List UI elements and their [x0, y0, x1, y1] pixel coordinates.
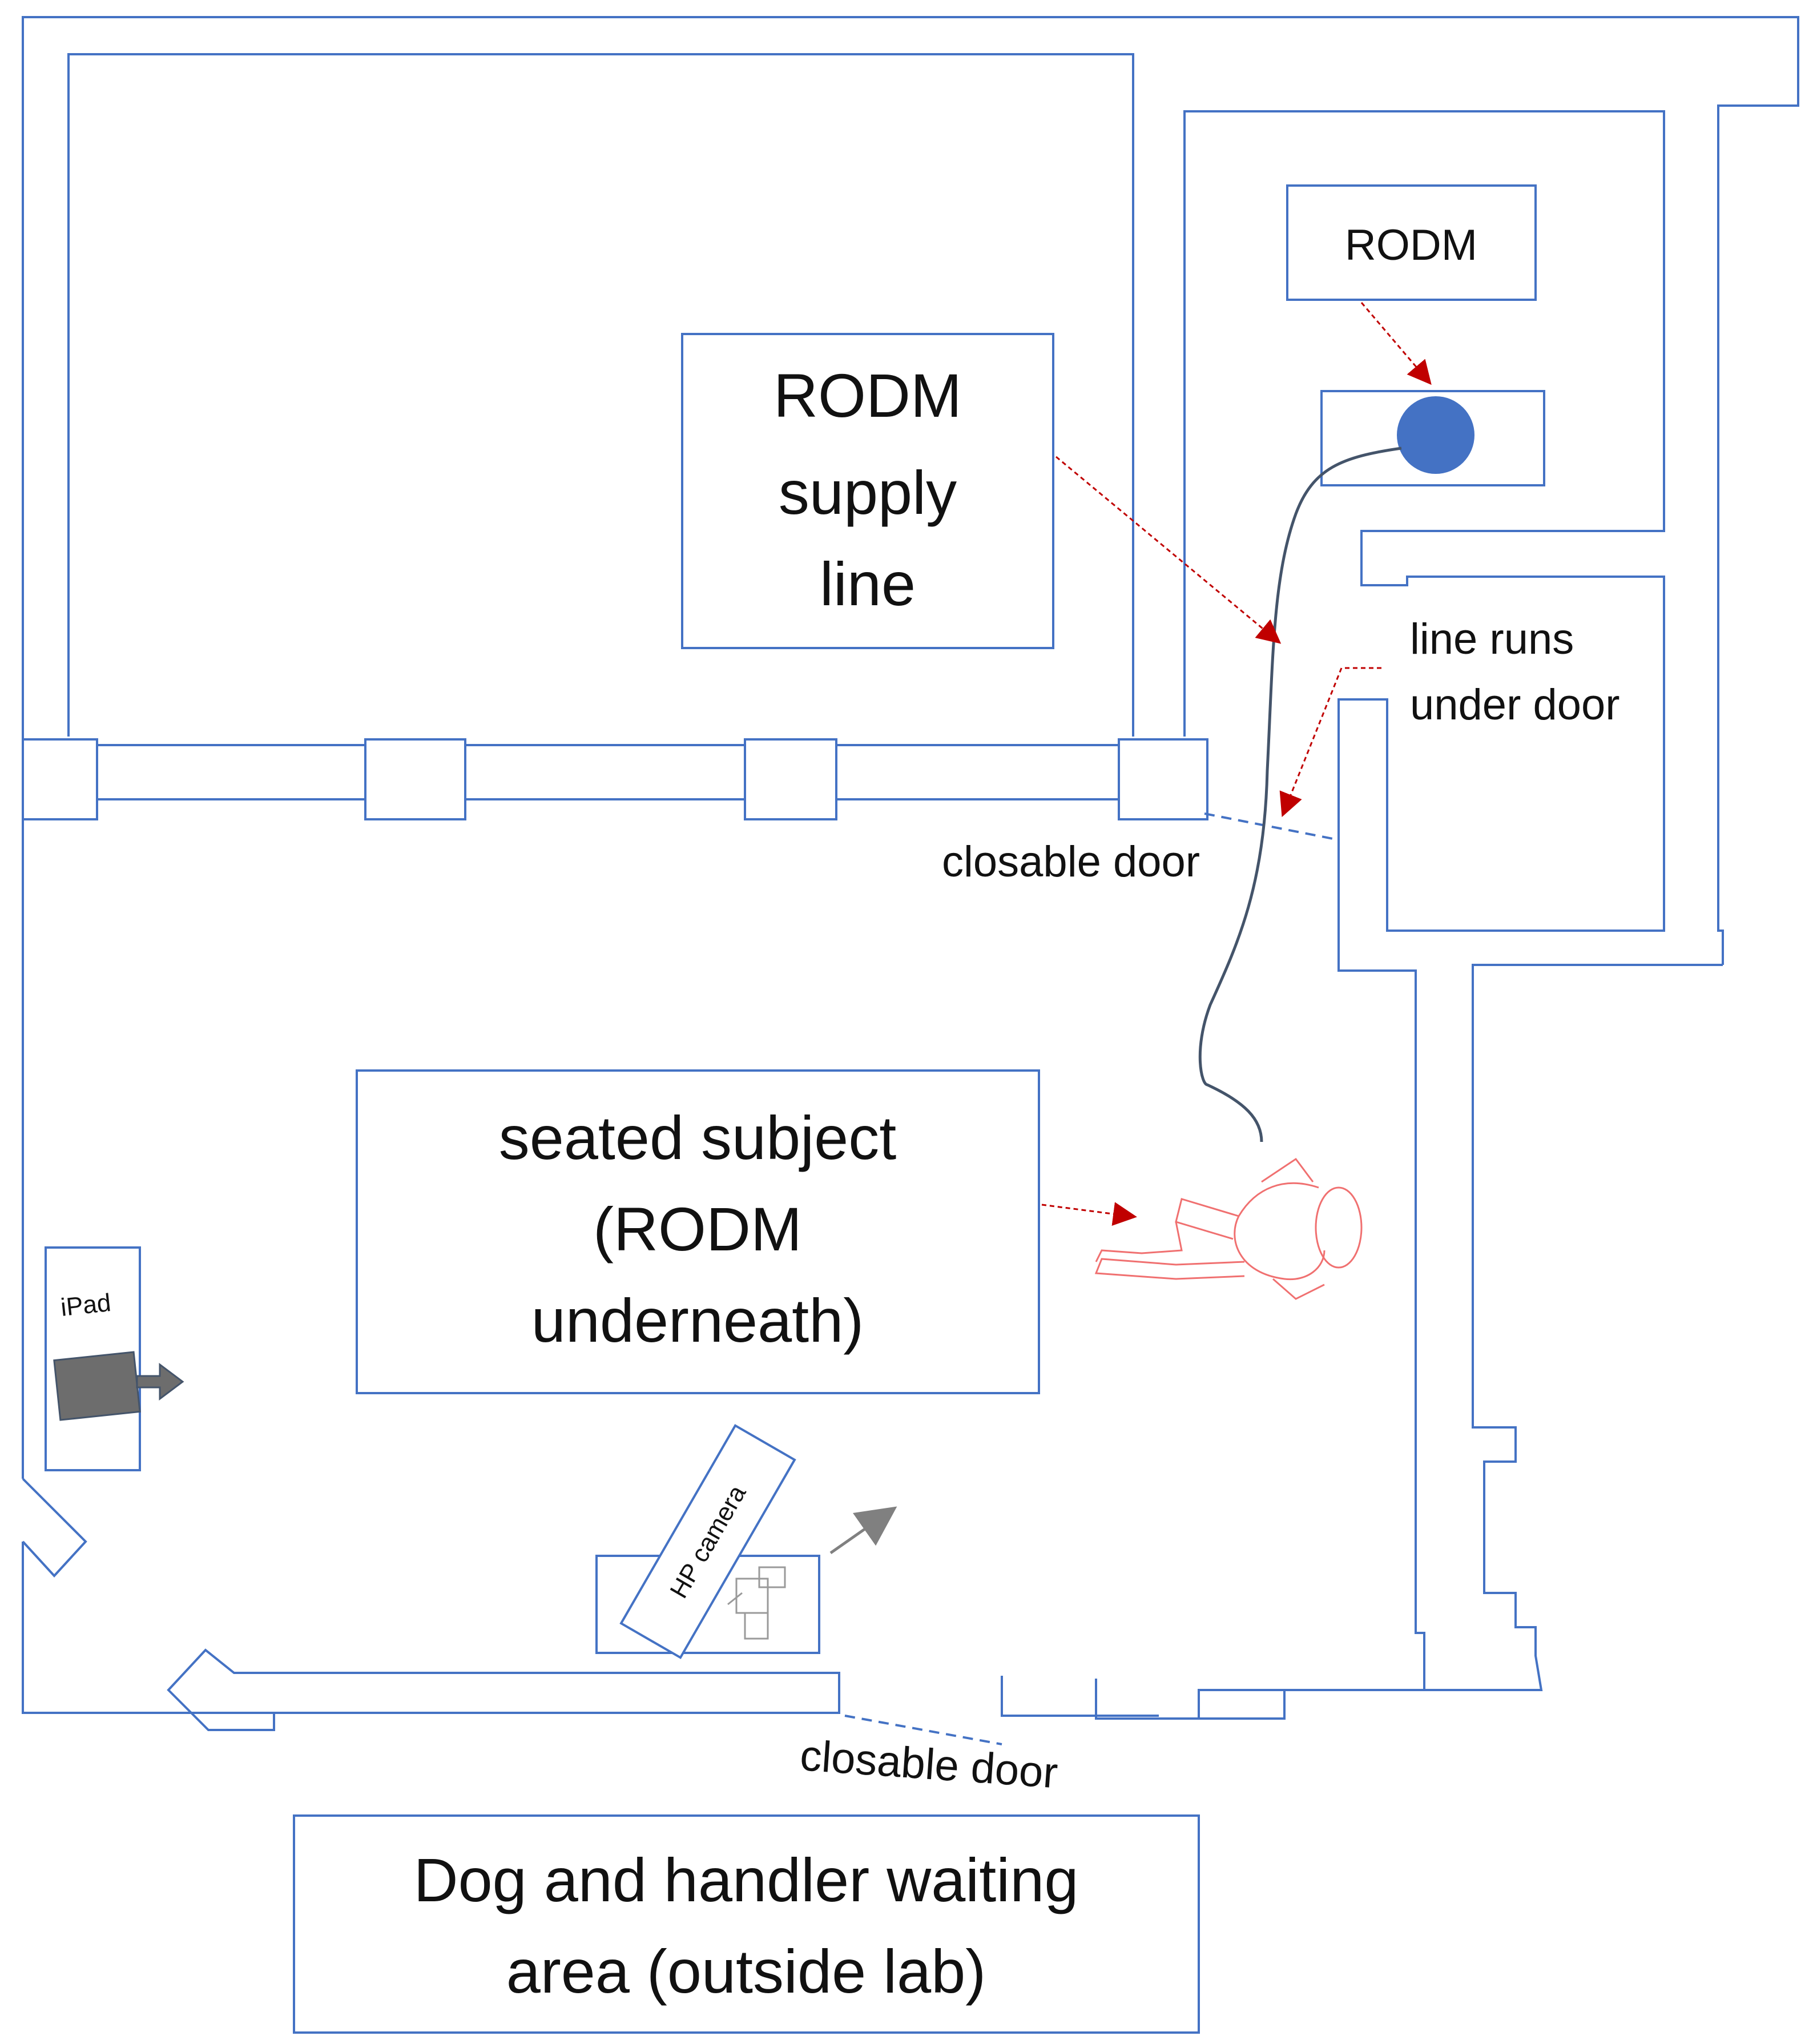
window-block-3: [744, 738, 837, 820]
rodm-top-label: RODM: [1345, 221, 1477, 269]
supply-line-arrow: [1055, 456, 1282, 644]
bottom-wall: [1001, 1676, 1159, 1717]
camera-tripod-icon: [727, 1566, 786, 1640]
seated-subject-icon: [1094, 1157, 1363, 1300]
window-block-1: [22, 738, 98, 820]
window-block-2: [364, 738, 466, 820]
waiting-area-label-1: Dog and handler waiting: [414, 1845, 1079, 1914]
line-runs-arrow: [1279, 667, 1381, 818]
lab-room-outline: [67, 53, 1134, 737]
supply-line-label-1: RODM: [773, 361, 962, 430]
seated-subject-label-1: seated subject: [499, 1103, 896, 1172]
left-door-nub: [22, 1478, 87, 1578]
bottom-left-wall: [22, 1542, 840, 1731]
inner-corridor-wall: [1095, 110, 1665, 1720]
seated-subject-label-2: (RODM: [593, 1194, 802, 1264]
ipad-label: iPad: [59, 1289, 112, 1322]
camera-direction-arrow: [829, 1506, 897, 1555]
right-outer-wall: [1198, 964, 1723, 1719]
outer-wall-top-left: [22, 16, 1799, 965]
supply-line-label-2: supply: [779, 458, 957, 527]
waiting-area-box: Dog and handler waiting area (outside la…: [293, 1814, 1200, 2034]
line-runs-label-1: line runs: [1410, 615, 1574, 663]
rodm-device-circle-icon: [1397, 396, 1474, 474]
seated-subject-label-3: underneath): [531, 1286, 864, 1355]
closable-door-bottom-label: closable door: [799, 1731, 1059, 1797]
supply-line: [1198, 446, 1402, 1142]
closable-door-top-label: closable door: [942, 838, 1200, 886]
ipad-direction-arrow-icon: [136, 1363, 184, 1401]
supply-line-label-3: line: [820, 549, 916, 618]
waiting-area-label-2: area (outside lab): [506, 1937, 986, 2006]
ipad-box: iPad: [45, 1246, 184, 1471]
seated-subject-label-box: seated subject (RODM underneath): [356, 1069, 1040, 1394]
rodm-arrow: [1360, 302, 1432, 385]
closable-door-top: [1204, 812, 1336, 840]
rodm-device-box: [1320, 390, 1545, 486]
walls: [22, 16, 1799, 1731]
window-block-4: [1118, 738, 1208, 820]
line-runs-label: line runs under door: [1410, 615, 1620, 729]
line-runs-label-2: under door: [1410, 681, 1620, 729]
ipad-device-icon: [53, 1351, 141, 1421]
window-strip: [22, 744, 1208, 800]
rodm-top-label-box: RODM: [1286, 184, 1537, 301]
supply-line-label-box: RODM supply line: [681, 333, 1054, 649]
seated-subject-arrow: [1041, 1202, 1137, 1226]
closable-door-bottom: [844, 1715, 1002, 1745]
hp-camera: HP camera: [595, 1424, 820, 1659]
